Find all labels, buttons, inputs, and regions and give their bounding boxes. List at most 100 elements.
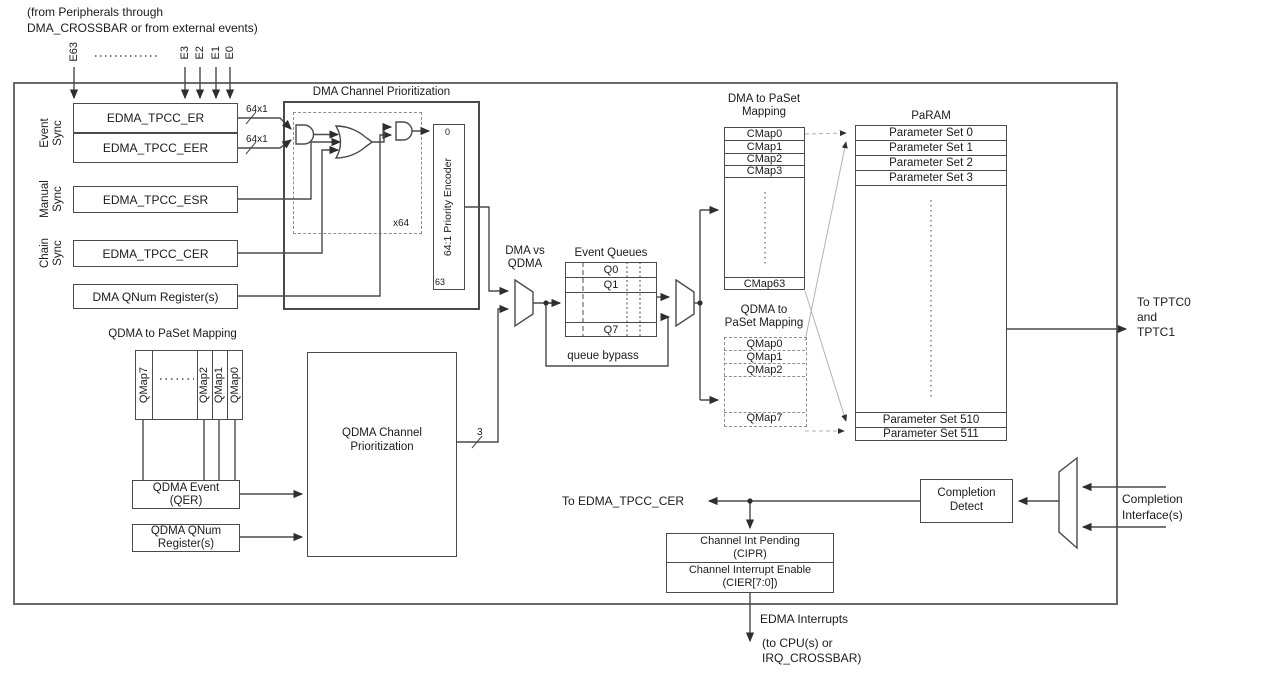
qer-l2: (QER) bbox=[169, 494, 203, 507]
dma-qnum-label: DMA QNum Register(s) bbox=[92, 289, 219, 304]
cmap3-row: CMap3 bbox=[746, 164, 783, 177]
qmap-sep3 bbox=[724, 376, 805, 377]
param-set-3: Parameter Set 3 bbox=[889, 171, 973, 184]
cmap-sep4 bbox=[724, 177, 805, 179]
tptc-label-2: and bbox=[1137, 310, 1158, 324]
qmap-title-2: PaSet Mapping bbox=[724, 316, 804, 329]
qmap7-col: QMap7 bbox=[136, 350, 152, 420]
cmap-sep3 bbox=[724, 165, 805, 167]
cipr-line2: (CIPR) bbox=[733, 548, 767, 560]
qmap-sep1 bbox=[724, 350, 805, 351]
queue-row-line1 bbox=[565, 277, 657, 279]
cipr-line1: Channel Int Pending bbox=[700, 535, 800, 547]
param-title: PaRAM bbox=[911, 110, 951, 122]
e3-text: E3 bbox=[178, 46, 191, 60]
edma-interrupts-label: EDMA Interrupts bbox=[760, 612, 849, 626]
cer-register-label: EDMA_TPCC_CER bbox=[102, 246, 209, 261]
cier-line2: (CIER[7:0]) bbox=[722, 577, 778, 589]
queue-q0-label: Q0 bbox=[603, 263, 619, 276]
cier-line1: Channel Interrupt Enable bbox=[688, 564, 812, 576]
event-sync-l1: Event bbox=[39, 118, 52, 148]
queue-row-line2 bbox=[565, 292, 657, 294]
param-set-0: Parameter Set 0 bbox=[889, 126, 973, 139]
param-set-2: Parameter Set 2 bbox=[889, 156, 973, 169]
param-box bbox=[855, 125, 1007, 441]
event-input-label-e63: E63 bbox=[67, 38, 81, 66]
tpcc-boundary-box bbox=[13, 82, 1118, 605]
qmap7-row: QMap7 bbox=[746, 411, 783, 424]
qdma-prior-l1: QDMA Channel bbox=[342, 426, 422, 439]
qmap0-col: QMap0 bbox=[227, 350, 243, 420]
qmap1-row: QMap1 bbox=[746, 350, 783, 363]
event-input-label-e2: E2 bbox=[193, 40, 207, 66]
cmap-box bbox=[724, 127, 805, 290]
interrupt-dest-l2: IRQ_CROSSBAR) bbox=[762, 651, 862, 665]
esr-register-label: EDMA_TPCC_ESR bbox=[102, 192, 209, 207]
qmap-column-box bbox=[135, 350, 243, 420]
dma-qnum-register-box: DMA QNum Register(s) bbox=[73, 284, 238, 309]
param-set-511: Parameter Set 511 bbox=[883, 427, 979, 440]
eer-bus-width-label: 64x1 bbox=[246, 134, 268, 145]
manual-sync-l1: Manual bbox=[39, 180, 52, 218]
cer-register-box: EDMA_TPCC_CER bbox=[73, 240, 238, 267]
cmap-sep2 bbox=[724, 153, 805, 155]
e2-text: E2 bbox=[193, 46, 206, 60]
encoder-top-index: 0 bbox=[445, 127, 451, 137]
cmap-sep63 bbox=[724, 277, 805, 279]
param-set-1: Parameter Set 1 bbox=[889, 141, 973, 154]
cmap0-row: CMap0 bbox=[746, 127, 783, 140]
qer-box: QDMA Event(QER) bbox=[132, 480, 240, 509]
qdma-qnum-l1: QDMA QNum bbox=[150, 525, 222, 538]
interrupt-box-divider bbox=[666, 562, 834, 564]
event-sync-l2: Sync bbox=[52, 120, 64, 146]
cmap-sep1 bbox=[724, 140, 805, 142]
er-bus-width-label: 64x1 bbox=[246, 104, 268, 115]
encoder-bottom-index: 63 bbox=[435, 277, 446, 287]
qmap1-col-text: QMap1 bbox=[213, 366, 226, 404]
completion-detect-l2: Detect bbox=[949, 501, 984, 513]
x64-label: x64 bbox=[393, 218, 410, 229]
e0-text: E0 bbox=[223, 46, 236, 60]
param-set-510: Parameter Set 510 bbox=[882, 413, 980, 426]
event-input-label-e3: E3 bbox=[178, 40, 192, 66]
header-note-line1: (from Peripherals through bbox=[27, 5, 164, 19]
cmap1-row: CMap1 bbox=[746, 140, 783, 153]
queue-q1-label: Q1 bbox=[603, 278, 619, 291]
interrupt-dest-l1: (to CPU(s) or bbox=[762, 636, 833, 650]
qdma-map-left-title: QDMA to PaSet Mapping bbox=[108, 328, 237, 340]
e1-text: E1 bbox=[209, 46, 222, 60]
param-sep3 bbox=[855, 170, 1007, 172]
qmap2-col: QMap2 bbox=[197, 350, 212, 420]
qmap-sep2 bbox=[724, 363, 805, 364]
tptc-label-3: TPTC1 bbox=[1137, 325, 1176, 339]
mux-dma-qdma-label1: DMA vs bbox=[505, 244, 545, 257]
interrupt-registers-box bbox=[666, 533, 834, 593]
qmap-col-sep3 bbox=[212, 350, 214, 420]
chain-sync-l2: Sync bbox=[52, 240, 64, 266]
queue-q7-label: Q7 bbox=[603, 323, 619, 336]
mux-dma-qdma-label2: QDMA bbox=[507, 257, 543, 270]
event-queues-title: Event Queues bbox=[574, 247, 648, 259]
qdma-qnum-l2: Register(s) bbox=[157, 538, 215, 550]
qer-l1: QDMA Event bbox=[152, 481, 220, 494]
chain-sync-l1: Chain bbox=[39, 237, 52, 269]
event-input-label-e0: E0 bbox=[223, 40, 237, 66]
eer-register-label: EDMA_TPCC_EER bbox=[102, 140, 209, 155]
e63-text: E63 bbox=[67, 42, 80, 62]
encoder-label: 64:1 Priority Encoder bbox=[442, 157, 455, 257]
qmap0-row: QMap0 bbox=[746, 337, 783, 350]
tptc-label-1: To TPTC0 bbox=[1137, 295, 1191, 309]
qmap0-col-text: QMap0 bbox=[228, 366, 241, 404]
param-sep2 bbox=[855, 155, 1007, 157]
cmap63-row: CMap63 bbox=[743, 277, 786, 290]
completion-interface-l1: Completion bbox=[1122, 492, 1183, 506]
esr-register-box: EDMA_TPCC_ESR bbox=[73, 186, 238, 213]
manual-sync-l2: Sync bbox=[52, 186, 64, 212]
qdma-prior-l2: Prioritization bbox=[350, 440, 414, 453]
param-sep1 bbox=[855, 140, 1007, 142]
